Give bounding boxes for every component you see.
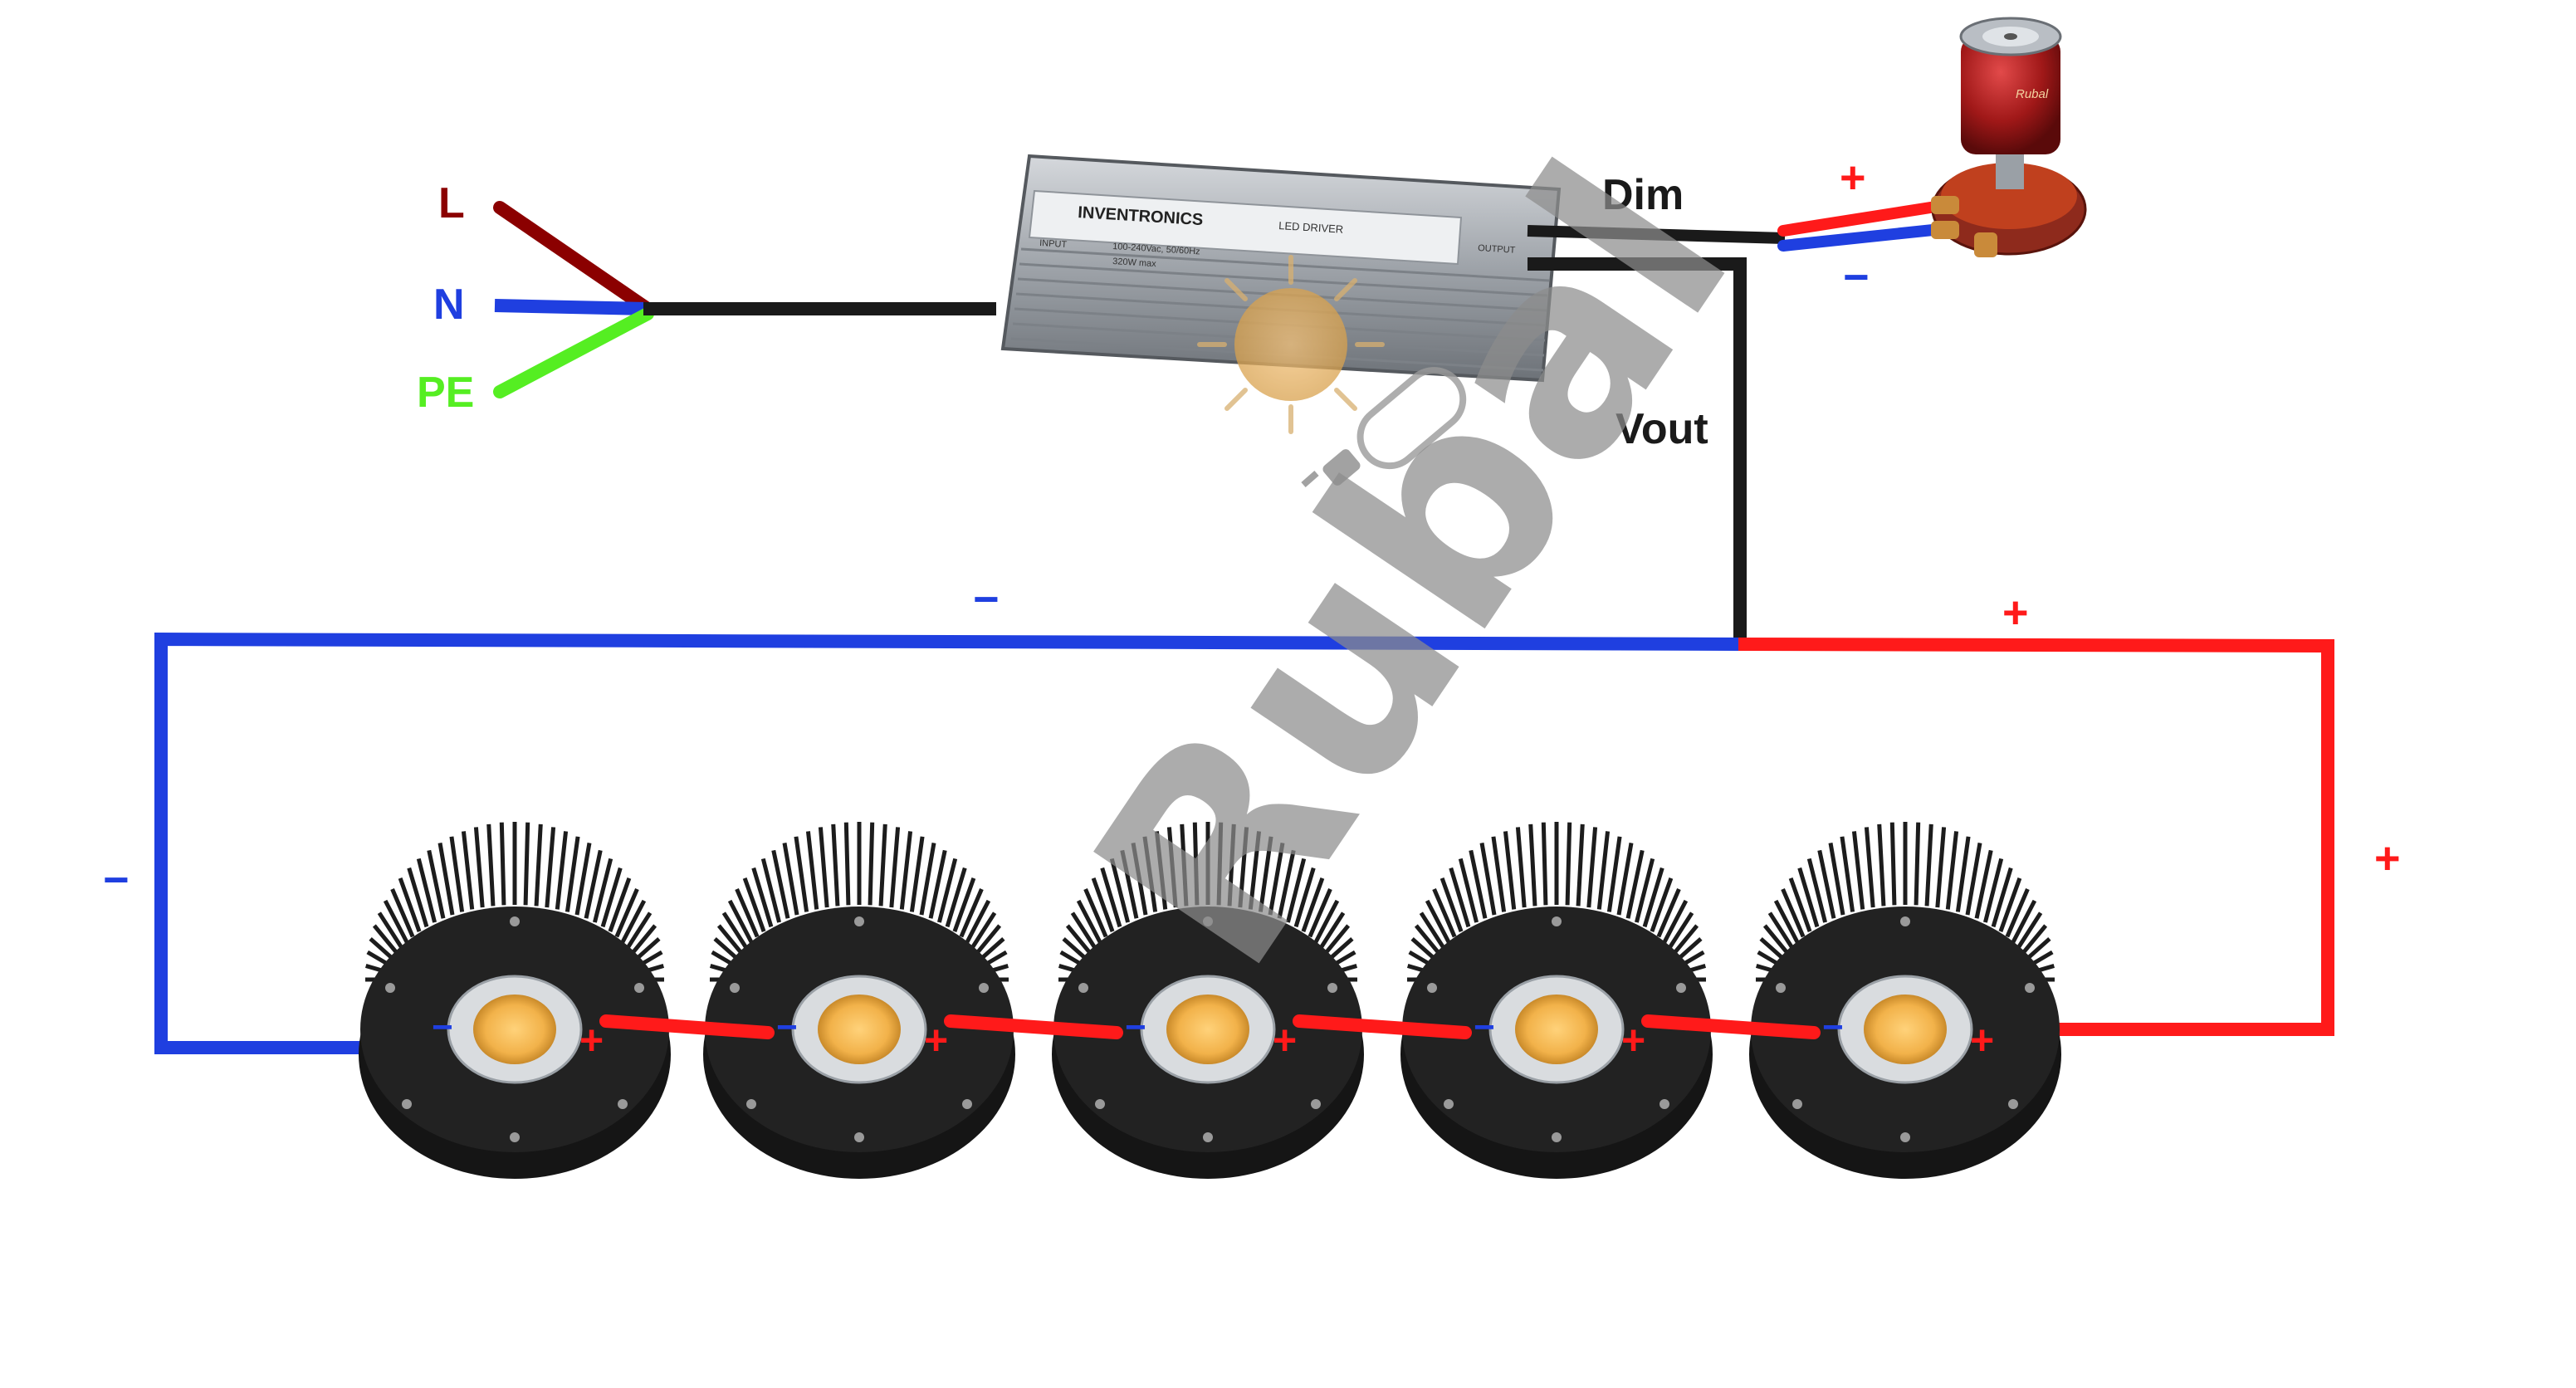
mounting-screw	[1676, 983, 1686, 993]
earth-wire	[493, 307, 654, 398]
neutral-label: N	[433, 281, 465, 329]
watermark-plug-icon	[1301, 367, 1467, 488]
pot-plus-label: +	[1840, 153, 1866, 203]
positive-bus-wire	[1738, 638, 2334, 1036]
line-wire	[493, 201, 654, 315]
led-minus-label: −	[776, 1007, 798, 1048]
mounting-screw	[1203, 916, 1213, 926]
bus-minus-top-label: −	[973, 574, 1000, 624]
cob-led-chip	[818, 995, 901, 1064]
mounting-screw	[1900, 916, 1910, 926]
led-plus-label: +	[924, 1017, 948, 1063]
driver-output-cables: Dim Vout	[1527, 171, 1786, 644]
mounting-screw	[1659, 1099, 1669, 1109]
mounting-screw	[1078, 983, 1088, 993]
led-module: −+	[359, 822, 671, 1179]
earth-label: PE	[417, 369, 474, 417]
driver-output-spec: 320W max	[1112, 257, 1157, 269]
mounting-screw	[746, 1099, 756, 1109]
vout-cable	[1528, 257, 1747, 644]
pot-terminal-1	[1931, 196, 1959, 214]
mounting-screw	[510, 916, 520, 926]
dc-bus: − − + +	[103, 574, 2401, 1054]
led-plus-label: +	[579, 1017, 604, 1063]
mounting-screw	[1900, 1132, 1910, 1142]
dimmer-potentiometer: + − Rubal	[1777, 17, 2087, 302]
mounting-screw	[1095, 1099, 1105, 1109]
mounting-screw	[2008, 1099, 2018, 1109]
series-link-wire	[599, 1014, 775, 1039]
led-minus-label: −	[1125, 1007, 1146, 1048]
led-plus-label: +	[1621, 1017, 1645, 1063]
driver-label-plate	[1028, 189, 1463, 266]
mounting-screw	[618, 1099, 628, 1109]
mounting-screw	[1327, 983, 1337, 993]
pot-minus-label: −	[1843, 252, 1870, 302]
series-link-wire	[1641, 1014, 1821, 1039]
pot-brand: Rubal	[2016, 87, 2049, 101]
led-driver: INVENTRONICS LED DRIVER INPUT 100-240Vac…	[1000, 154, 1562, 383]
cob-led-chip	[1166, 995, 1249, 1064]
dim-label: Dim	[1602, 171, 1684, 219]
driver-type: LED DRIVER	[1278, 219, 1344, 236]
mounting-screw	[1552, 916, 1562, 926]
series-link-wires	[599, 1014, 1821, 1039]
led-minus-label: −	[432, 1007, 453, 1048]
mounting-screw	[385, 983, 395, 993]
mounting-screw	[962, 1099, 972, 1109]
mounting-screw	[1444, 1099, 1454, 1109]
mounting-screw	[634, 983, 644, 993]
pot-positive-wire	[1777, 200, 1947, 237]
led-module: −+	[703, 822, 1015, 1179]
pot-knob	[1961, 37, 2060, 154]
mounting-screw	[1427, 983, 1437, 993]
bus-minus-left-label: −	[103, 855, 130, 905]
series-link-wire	[1293, 1014, 1472, 1039]
cob-led-chip	[473, 995, 556, 1064]
mounting-screw	[854, 1132, 864, 1142]
watermark-sun-icon	[1197, 255, 1385, 434]
led-minus-label: −	[1474, 1007, 1495, 1048]
mounting-screw	[2025, 983, 2035, 993]
led-module: −+	[1052, 822, 1364, 1179]
led-modules: −+−+−+−+−+	[359, 822, 2061, 1179]
negative-bus-wire	[154, 632, 1743, 1054]
heatsink-fins	[364, 822, 665, 982]
mounting-screw	[854, 916, 864, 926]
mounting-screw	[979, 983, 989, 993]
line-label: L	[438, 179, 465, 227]
led-plus-label: +	[1970, 1017, 1994, 1063]
mounting-screw	[1552, 1132, 1562, 1142]
mains-input: L N PE	[417, 179, 996, 417]
led-plus-label: +	[1273, 1017, 1297, 1063]
mounting-screw	[510, 1132, 520, 1142]
led-minus-label: −	[1822, 1007, 1844, 1048]
cob-led-chip	[1864, 995, 1947, 1064]
cob-led-chip	[1515, 995, 1598, 1064]
mounting-screw	[730, 983, 740, 993]
driver-output-label: OUTPUT	[1478, 243, 1516, 256]
driver-input-label: INPUT	[1039, 238, 1068, 250]
mounting-screw	[1776, 983, 1786, 993]
mounting-screw	[1203, 1132, 1213, 1142]
bus-plus-right-label: +	[2374, 833, 2401, 883]
neutral-wire	[494, 299, 648, 315]
pot-negative-wire	[1777, 223, 1947, 252]
pot-terminal-3	[1974, 232, 1997, 257]
pot-knob-cap-dot	[2004, 33, 2017, 40]
heatsink-fins	[1406, 822, 1707, 982]
bus-plus-top-label: +	[2002, 588, 2029, 638]
series-link-wire	[944, 1014, 1123, 1039]
dim-cable	[1527, 225, 1786, 244]
led-module: −+	[1400, 822, 1713, 1179]
mounting-screw	[1311, 1099, 1321, 1109]
mounting-screw	[1792, 1099, 1802, 1109]
mounting-screw	[402, 1099, 412, 1109]
heatsink-fins	[1755, 822, 2055, 982]
pot-terminal-2	[1931, 221, 1959, 239]
vout-label: Vout	[1615, 405, 1708, 453]
led-module: −+	[1749, 822, 2061, 1179]
